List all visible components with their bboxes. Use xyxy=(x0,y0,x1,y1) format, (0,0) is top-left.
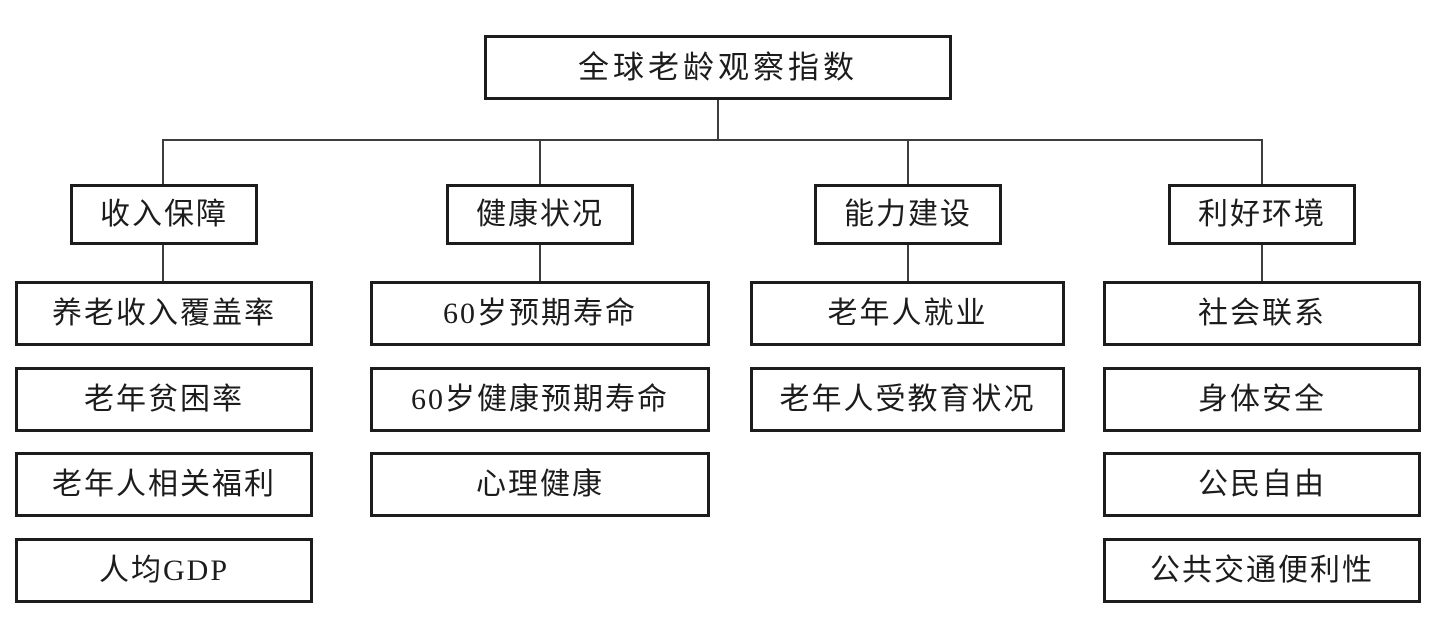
indicator-node-public-transport-accessibility: 公共交通便利性 xyxy=(1103,538,1421,603)
indicator-node-healthy-life-expectancy-at-60: 60岁健康预期寿命 xyxy=(370,367,710,432)
indicator-node-elderly-employment: 老年人就业 xyxy=(750,281,1065,346)
connector-income-security-to-indicators xyxy=(162,245,164,281)
connector-drop-health-status xyxy=(539,140,541,184)
indicator-node-mental-health: 心理健康 xyxy=(370,452,710,517)
indicator-node-gdp-per-capita: 人均GDP xyxy=(15,538,313,603)
indicator-node-old-age-poverty-rate: 老年贫困率 xyxy=(15,367,313,432)
connector-capacity-building-to-indicators xyxy=(907,245,909,281)
indicator-node-physical-safety: 身体安全 xyxy=(1103,367,1421,432)
root-node-global-agewatch-index: 全球老龄观察指数 xyxy=(484,35,952,100)
category-node-capacity-building: 能力建设 xyxy=(814,184,1002,245)
connector-horizontal-bar xyxy=(162,139,1263,141)
indicator-node-social-connections: 社会联系 xyxy=(1103,281,1421,346)
connector-drop-income-security xyxy=(162,140,164,184)
indicator-node-pension-income-coverage: 养老收入覆盖率 xyxy=(15,281,313,346)
indicator-node-elderly-welfare: 老年人相关福利 xyxy=(15,452,313,517)
connector-health-status-to-indicators xyxy=(539,245,541,281)
connector-root-stem xyxy=(717,100,719,140)
category-node-health-status: 健康状况 xyxy=(446,184,634,245)
indicator-node-elderly-education-status: 老年人受教育状况 xyxy=(750,367,1065,432)
connector-drop-enabling-environment xyxy=(1261,140,1263,184)
connector-drop-capacity-building xyxy=(907,140,909,184)
connector-enabling-environment-to-indicators xyxy=(1261,245,1263,281)
indicator-node-life-expectancy-at-60: 60岁预期寿命 xyxy=(370,281,710,346)
category-node-income-security: 收入保障 xyxy=(70,184,258,245)
indicator-node-civic-freedom: 公民自由 xyxy=(1103,452,1421,517)
category-node-enabling-environment: 利好环境 xyxy=(1168,184,1356,245)
